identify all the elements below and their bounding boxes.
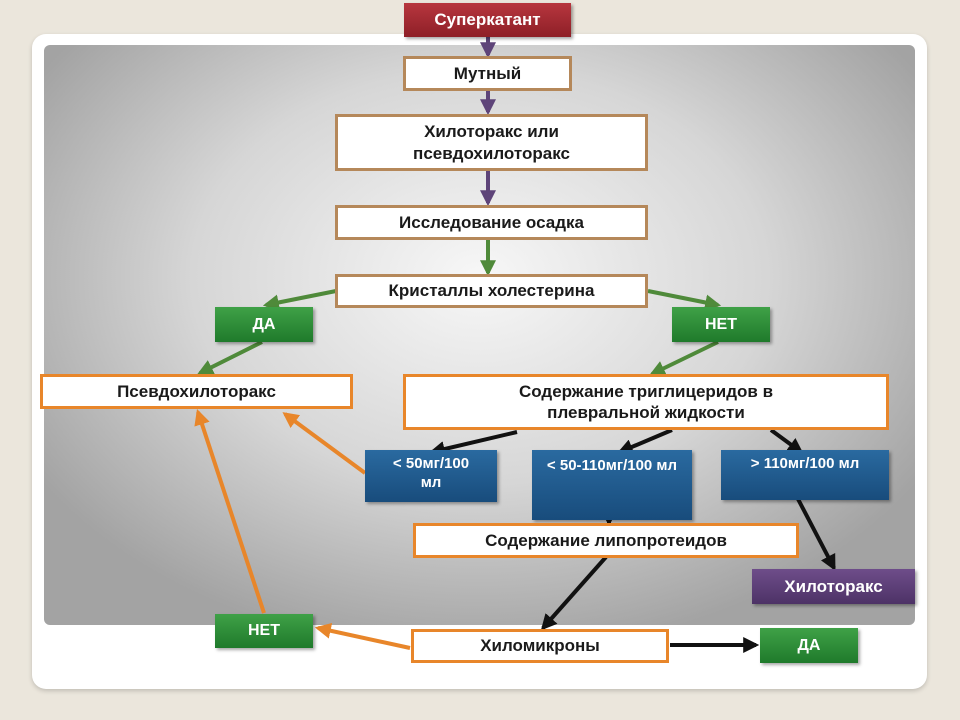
arrow-lipoproteins-to-chylomicrons (540, 555, 608, 631)
arrow-crystals-to-yes (262, 289, 337, 311)
arrow-high-to-chylothorax (796, 498, 836, 571)
yes-bottom-box: ДА (760, 628, 858, 663)
sediment-study-box: Исследование осадка (335, 205, 648, 240)
tg-high-box: > 110мг/100 мл (721, 450, 889, 500)
arrow-no-bottom-to-pseudochylothorax (194, 408, 266, 614)
chylomicrons-box: Хиломикроны (411, 629, 669, 663)
turbid-box: Мутный (403, 56, 572, 91)
no-bottom-box: НЕТ (215, 614, 313, 648)
chylothorax-box: Хилоторакс (752, 569, 915, 604)
arrow-tg-to-high (769, 428, 804, 454)
pseudochylothorax-box: Псевдохилоторакс (40, 374, 353, 409)
cholesterol-crystals-box: Кристаллы холестерина (335, 274, 648, 308)
no-right-box: НЕТ (672, 307, 770, 342)
tg-low-box: < 50мг/100 мл (365, 450, 497, 502)
arrow-tg-to-low (428, 430, 518, 457)
arrow-tg-to-mid (617, 428, 673, 455)
chylothorax-or-pseudo-box: Хилоторакс или псевдохилоторакс (335, 114, 648, 171)
arrow-crystals-to-no (647, 289, 722, 311)
supernatant-box: Суперкатант (404, 3, 571, 37)
arrow-chylomicrons-to-no (314, 622, 411, 650)
yes-left-box: ДА (215, 307, 313, 342)
tg-mid-box: < 50-110мг/100 мл (532, 450, 692, 520)
lipoprotein-content-box: Содержание липопротеидов (413, 523, 799, 558)
arrow-low-to-pseudochylothorax (282, 412, 367, 475)
arrow-no-to-triglycerides (649, 340, 719, 376)
triglyceride-content-box: Содержание триглицеридов в плевральной ж… (403, 374, 889, 430)
arrow-yes-to-pseudochylothorax (197, 340, 263, 375)
